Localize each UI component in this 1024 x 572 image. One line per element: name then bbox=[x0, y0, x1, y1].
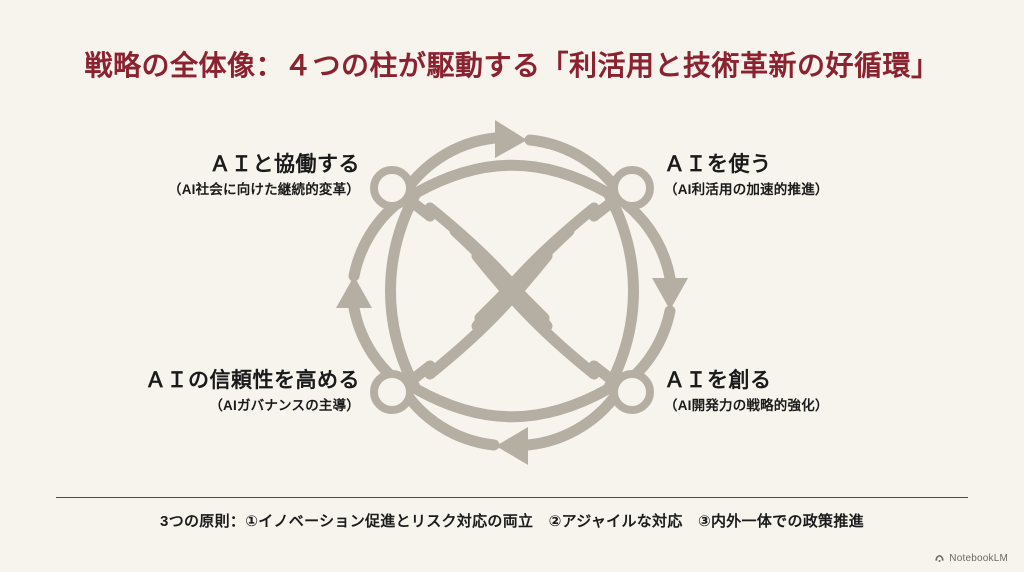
knot-over-strands bbox=[449, 225, 575, 324]
node-connectors bbox=[406, 196, 618, 386]
notebooklm-logo-icon bbox=[935, 555, 944, 563]
cycle-nodes bbox=[370, 166, 654, 414]
node-top-left bbox=[370, 166, 414, 210]
pillar-subtitle: （AI開発力の戦略的強化） bbox=[664, 398, 829, 414]
strategy-cycle-diagram: ＡＩと協働する （AI社会に向けた継続的変革） ＡＩを使う （AI利活用の加速的… bbox=[0, 96, 1024, 486]
page-title: 戦略の全体像：４つの柱が駆動する「利活用と技術革新の好循環」 bbox=[84, 50, 940, 81]
cycle-arrowheads bbox=[336, 120, 688, 465]
arrowhead-bottom bbox=[496, 427, 528, 465]
principles-text: 3つの原則：①イノベーション促進とリスク対応の両立 ②アジャイルな対応 ③内外一… bbox=[160, 513, 864, 530]
pillar-subtitle: （AI利活用の加速的推進） bbox=[664, 182, 829, 198]
pillar-label-bottom-right: ＡＩを創る （AI開発力の戦略的強化） bbox=[664, 368, 829, 415]
arrowhead-left bbox=[336, 276, 372, 308]
arrowhead-top bbox=[495, 120, 527, 158]
pillar-title: ＡＩを創る bbox=[664, 369, 772, 392]
celtic-knot-graphic bbox=[336, 120, 688, 465]
pillar-subtitle: （AI社会に向けた継続的変革） bbox=[168, 182, 360, 198]
pillar-label-top-left: ＡＩと協働する （AI社会に向けた継続的変革） bbox=[168, 152, 360, 199]
pillar-label-top-right: ＡＩを使う （AI利活用の加速的推進） bbox=[664, 152, 829, 199]
pillar-title: ＡＩの信頼性を高める bbox=[145, 369, 360, 392]
pillar-label-bottom-left: ＡＩの信頼性を高める （AIガバナンスの主導） bbox=[145, 368, 360, 415]
pillar-title: ＡＩを使う bbox=[664, 153, 772, 176]
footer-divider bbox=[56, 497, 968, 498]
node-top-right bbox=[610, 166, 654, 210]
notebooklm-watermark: NotebookLM bbox=[934, 553, 1008, 564]
pillar-title: ＡＩと協働する bbox=[209, 153, 360, 176]
node-bottom-right bbox=[610, 370, 654, 414]
pillar-subtitle: （AIガバナンスの主導） bbox=[209, 398, 360, 414]
watermark-label: NotebookLM bbox=[949, 553, 1008, 564]
node-bottom-left bbox=[370, 370, 414, 414]
arrowhead-right bbox=[652, 278, 688, 310]
